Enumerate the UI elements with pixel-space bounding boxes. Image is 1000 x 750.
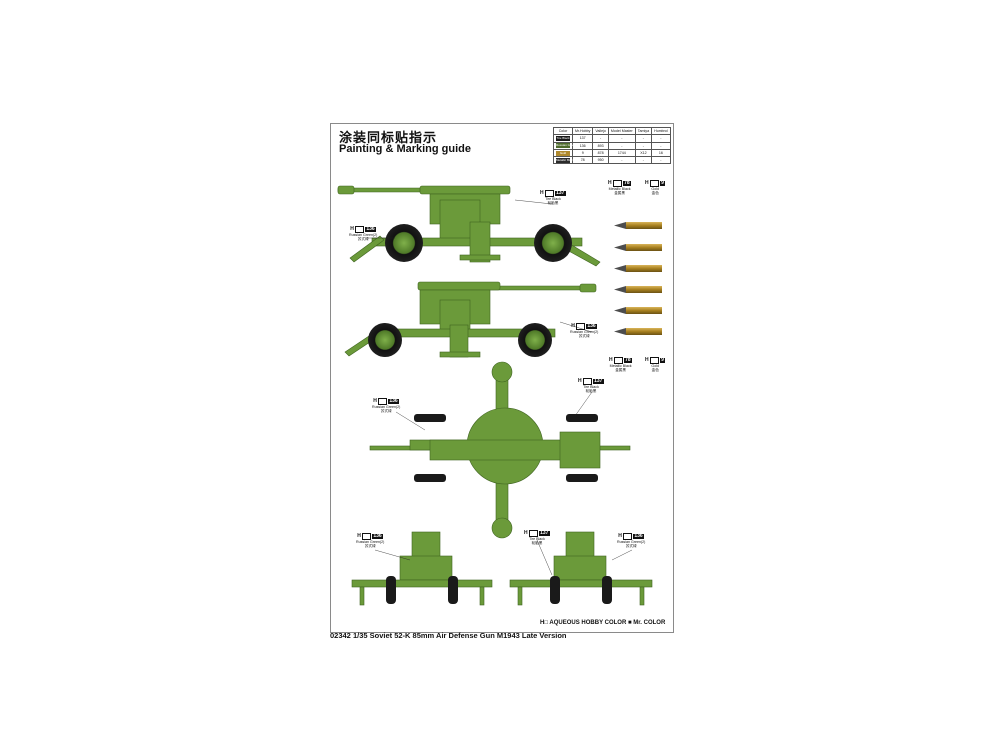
wheel-topleft [414, 414, 446, 422]
color-swatch: Russian Green(2) [556, 143, 580, 149]
color-table: Color Mr.Hobby Vallejo Model Master Tami… [553, 126, 671, 165]
title-chinese: 涂装同标贴指示 [339, 130, 438, 145]
wheel-left [385, 224, 423, 262]
humbrol-code: - [651, 156, 671, 165]
leader-lines [366, 199, 633, 576]
wheel-bottomleft [414, 474, 446, 482]
tamiya-code: - [634, 156, 653, 165]
wheel-right [534, 224, 572, 262]
wheel-bottomright [566, 474, 598, 482]
plan-view [369, 361, 631, 539]
legend-aqueous: H□ AQUEOUS HOBBY COLOR [540, 620, 627, 626]
table-row: Metallic Black 78 950 - - - [553, 156, 671, 165]
title-english: Painting & Marking guide [339, 143, 472, 155]
mrhobby-code: 78 [571, 156, 594, 165]
wheel-left [386, 576, 396, 604]
product-caption: 02342 1/35 Soviet 52-K 85mm Air Defense … [330, 631, 567, 640]
color-swatch: Tire Black [556, 135, 570, 141]
wheel-right [518, 323, 552, 357]
color-swatch: Gold [556, 150, 570, 156]
wheel-right [602, 576, 612, 604]
legend-mr-color: ■ Mr. COLOR [628, 620, 666, 626]
color-swatch: Metallic Black [556, 157, 575, 163]
wheel-left [550, 576, 560, 604]
wheel-right [448, 576, 458, 604]
rear-view [509, 531, 653, 606]
shell-column [614, 222, 662, 335]
front-view [351, 531, 493, 606]
wheel-topright [566, 414, 598, 422]
wheel-left [368, 323, 402, 357]
